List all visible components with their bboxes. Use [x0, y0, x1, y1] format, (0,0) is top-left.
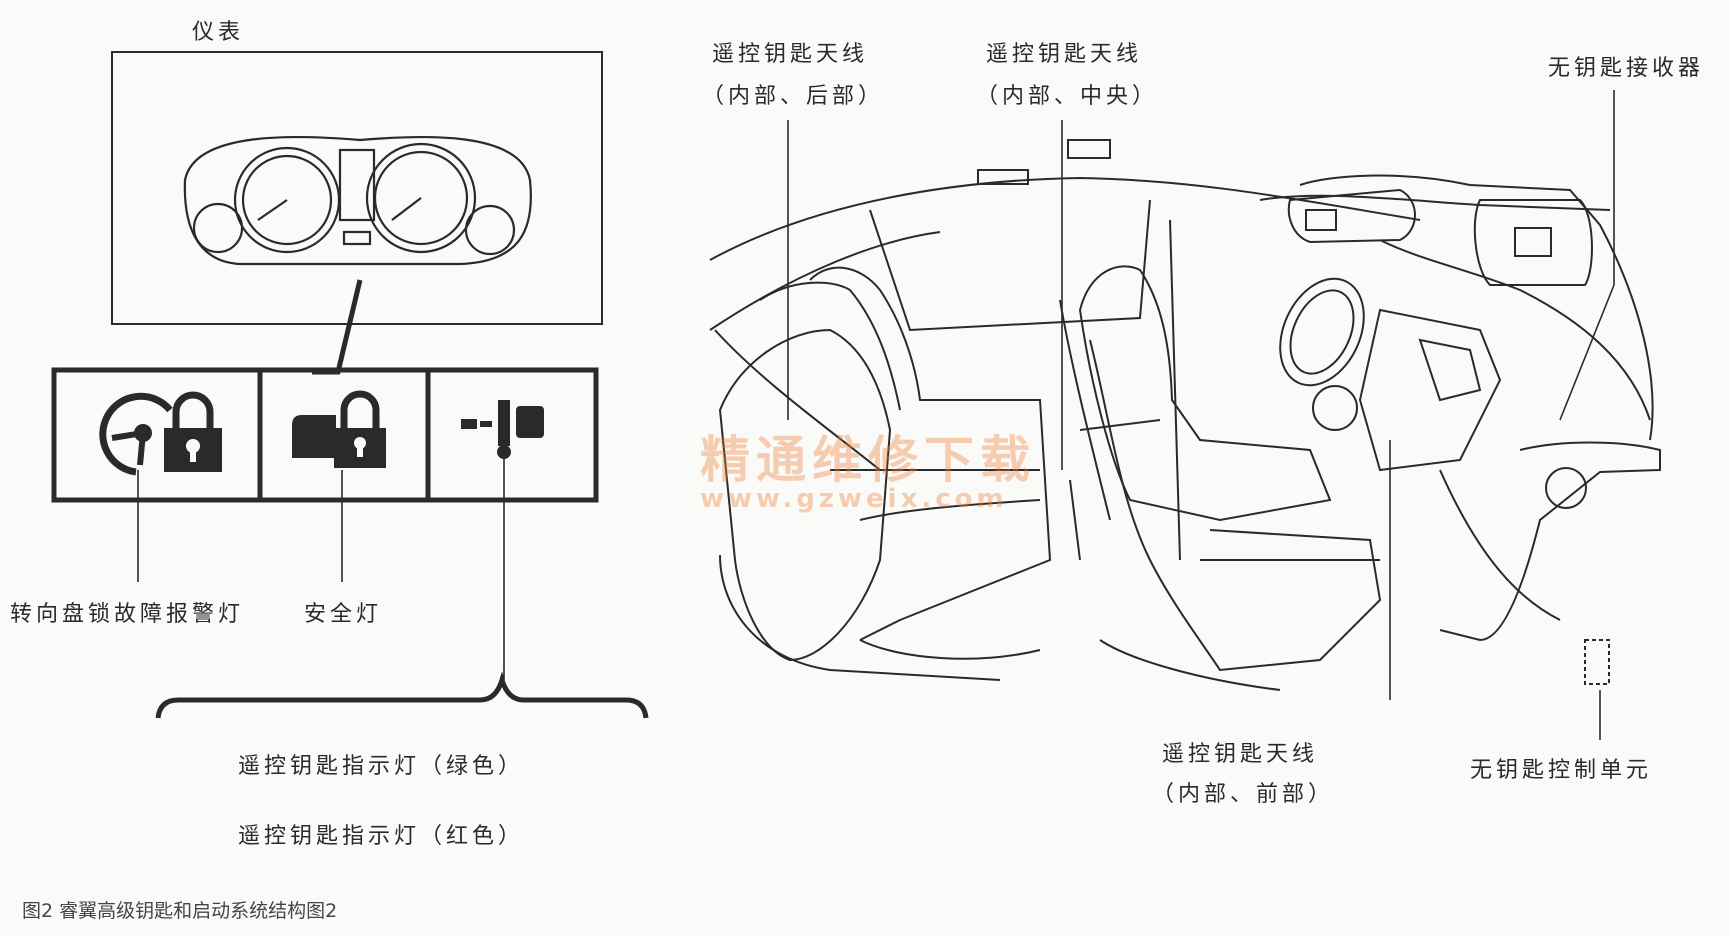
- figure-caption: 图2 睿翼高级钥匙和启动系统结构图2: [22, 900, 338, 922]
- antenna-rear-label-1: 遥控钥匙天线: [712, 42, 869, 67]
- cluster-frame: [111, 51, 603, 325]
- cluster-title: 仪表: [192, 20, 245, 45]
- steering-lock-warning-label: 转向盘锁故障报警灯: [10, 602, 245, 627]
- indicator-panel: [51, 367, 599, 503]
- antenna-center-label-1: 遥控钥匙天线: [986, 42, 1143, 67]
- steering-lock-icon: [99, 391, 222, 476]
- keyless-control-unit-label: 无钥匙控制单元: [1470, 758, 1653, 783]
- instrument-cluster: [183, 135, 532, 266]
- antenna-front-label-2: （内部、前部）: [1152, 782, 1335, 807]
- watermark-title: 精通维修下载: [700, 430, 1036, 489]
- security-light-label: 安全灯: [304, 602, 383, 627]
- car-interior: [709, 139, 1661, 691]
- padlock-icon: [292, 390, 386, 468]
- keyless-receiver-label: 无钥匙接收器: [1548, 56, 1705, 81]
- antenna-front-label-1: 遥控钥匙天线: [1162, 742, 1319, 767]
- fob-indicator-red-label: 遥控钥匙指示灯（红色）: [238, 824, 525, 849]
- key-fob-icon: [461, 400, 544, 459]
- antenna-center-label-2: （内部、中央）: [976, 84, 1159, 109]
- fob-indicator-green-label: 遥控钥匙指示灯（绿色）: [238, 754, 525, 779]
- antenna-rear-label-2: （内部、后部）: [702, 84, 885, 109]
- watermark-url: www.gzweix.com: [700, 484, 1008, 514]
